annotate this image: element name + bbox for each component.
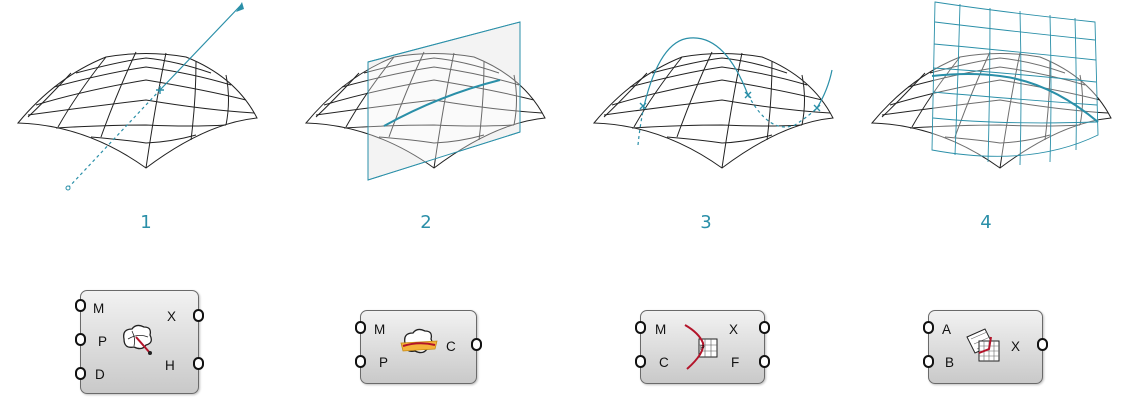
svg-text:P: P (700, 345, 705, 352)
output-grip-f[interactable] (759, 355, 770, 368)
input-label-m: M (374, 322, 386, 337)
input-grip-d[interactable] (75, 367, 86, 380)
input-label-b: B (945, 355, 955, 370)
surface-ray-component[interactable]: M P D X H (75, 290, 204, 394)
surface-plane-section-icon (400, 328, 438, 354)
ray-arrowhead-icon (236, 2, 244, 12)
second-surface-grid (931, 1, 1099, 166)
panel-label-3: 3 (700, 212, 712, 233)
input-label-c: C (659, 355, 669, 370)
input-label-a: A (942, 322, 952, 337)
output-label-f: F (731, 355, 740, 370)
input-grip-b[interactable] (923, 355, 934, 368)
ray-origin-point (65, 185, 71, 191)
output-grip-c[interactable] (471, 338, 482, 351)
ray-line (159, 3, 243, 91)
input-label-m: M (93, 301, 105, 316)
input-grip-m[interactable] (635, 321, 646, 334)
input-grip-c[interactable] (635, 355, 646, 368)
intersection-marker-3 (813, 104, 821, 112)
surface-intersection-curve (931, 73, 1099, 123)
panel-label-4: 4 (980, 212, 992, 233)
surface-plane-section-component[interactable]: M P C (355, 310, 482, 384)
intersection-marker-2 (744, 91, 752, 99)
panel-label-1: 1 (140, 212, 152, 233)
input-grip-m[interactable] (75, 299, 86, 312)
output-label-c: C (446, 339, 456, 354)
intersection-marker-1 (639, 102, 647, 110)
output-grip-x[interactable] (193, 309, 204, 322)
ray-hidden-segment (67, 89, 161, 189)
output-label-x: X (729, 322, 739, 337)
input-grip-a[interactable] (923, 321, 934, 334)
output-label-x: X (1011, 339, 1021, 354)
output-grip-x[interactable] (759, 321, 770, 334)
intersect-curve-top (643, 37, 749, 107)
surface-ray-icon (123, 324, 152, 355)
input-label-p: P (379, 355, 389, 370)
input-grip-m[interactable] (355, 321, 366, 334)
curve-surface-intersect-icon: P (684, 324, 718, 370)
input-grip-p[interactable] (355, 355, 366, 368)
output-label-x: X (167, 309, 177, 324)
curve-surface-intersect-component[interactable]: M C X F P (635, 310, 770, 384)
panel-4-illustration (871, 1, 1112, 169)
surface-surface-intersect-component[interactable]: A B X (923, 310, 1048, 384)
panel-label-2: 2 (420, 212, 432, 233)
input-label-m: M (655, 322, 667, 337)
panel-2-illustration (305, 21, 546, 181)
output-grip-h[interactable] (193, 357, 204, 370)
input-label-p: P (98, 334, 108, 349)
panel-1-illustration (17, 2, 258, 191)
input-grip-p[interactable] (75, 333, 86, 346)
input-label-d: D (95, 367, 105, 382)
panel-3-illustration (593, 37, 834, 169)
output-label-h: H (165, 358, 175, 373)
intersection-point-marker (156, 86, 164, 94)
surface-surface-intersect-icon (966, 328, 1000, 362)
section-curve (383, 79, 501, 127)
output-grip-x[interactable] (1037, 338, 1048, 351)
